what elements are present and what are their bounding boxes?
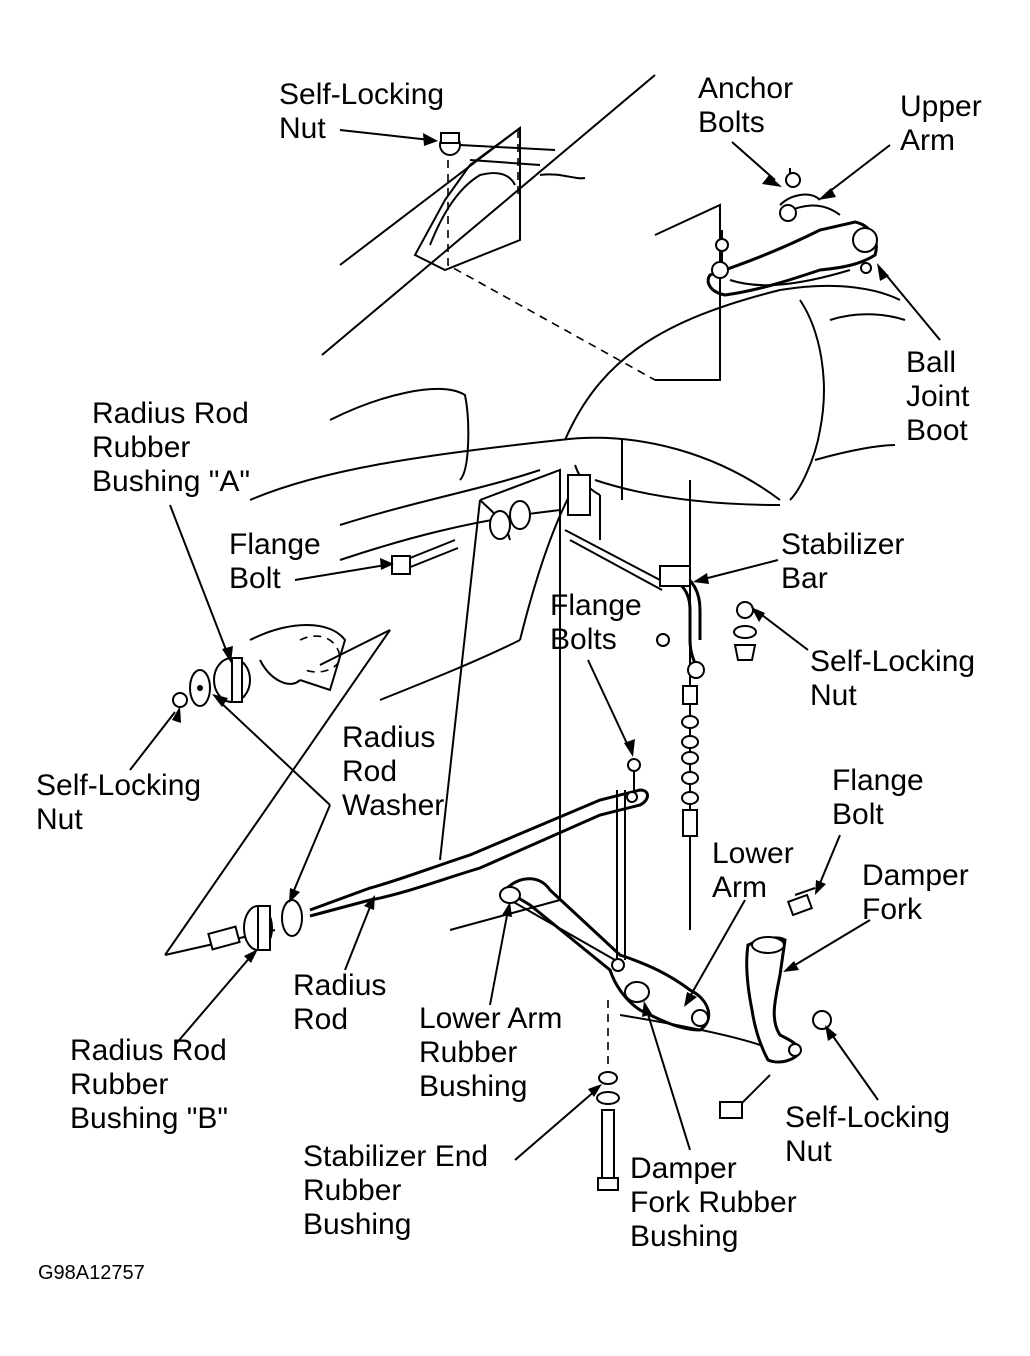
label-self-locking-nut-left: Self-Locking Nut: [36, 769, 202, 836]
label-ball-joint-boot: Ball Joint Boot: [906, 346, 970, 447]
radius-rod-bushing-a-group: [172, 624, 347, 708]
leader-lines: [129, 129, 941, 1161]
label-self-locking-nut-right: Self-Locking Nut: [810, 645, 976, 712]
label-self-locking-nut-top: Self-Locking Nut: [279, 78, 445, 145]
label-flange-bolt-right: Flange Bolt: [832, 764, 924, 831]
label-self-locking-nut-bottom: Self-Locking Nut: [785, 1101, 951, 1168]
radius-rod-bushing-b-group: [207, 899, 303, 951]
label-stabilizer-end-rubber-bushing: Stabilizer End Rubber Bushing: [303, 1140, 489, 1241]
lower-arm-part: [499, 790, 711, 1032]
damper-fork-part: [719, 887, 832, 1119]
figure-id: G98A12757: [38, 1262, 145, 1284]
label-anchor-bolts: Anchor Bolts: [698, 72, 794, 139]
label-flange-bolt-upper: Flange Bolt: [229, 528, 321, 595]
label-damper-fork-rubber-bushing: Damper Fork Rubber Bushing: [630, 1152, 797, 1253]
label-radius-rod: Radius Rod: [293, 969, 387, 1036]
flange-bolt-upper-part: [391, 499, 531, 575]
label-lower-arm-rubber-bushing: Lower Arm Rubber Bushing: [419, 1002, 563, 1103]
label-flange-bolts: Flange Bolts: [550, 589, 642, 656]
stabilizer-bar-part: [564, 438, 757, 679]
stabilizer-lower-bolt-stack: [596, 1000, 620, 1191]
frame-mount-top: [413, 126, 656, 381]
label-radius-rod-washer: Radius Rod Washer: [342, 721, 445, 822]
upper-arm-part: [706, 168, 878, 297]
label-radius-rod-bushing-a: Radius Rod Rubber Bushing "A": [92, 397, 251, 498]
label-stabilizer-bar: Stabilizer Bar: [781, 528, 905, 595]
stabilizer-end-bushing-stack: [681, 685, 699, 837]
label-damper-fork: Damper Fork: [862, 859, 969, 926]
label-upper-arm: Upper Arm: [900, 90, 982, 157]
label-lower-arm: Lower Arm: [712, 837, 794, 904]
label-radius-rod-bushing-b: Radius Rod Rubber Bushing "B": [70, 1034, 229, 1135]
radius-rod-part: [309, 758, 649, 918]
